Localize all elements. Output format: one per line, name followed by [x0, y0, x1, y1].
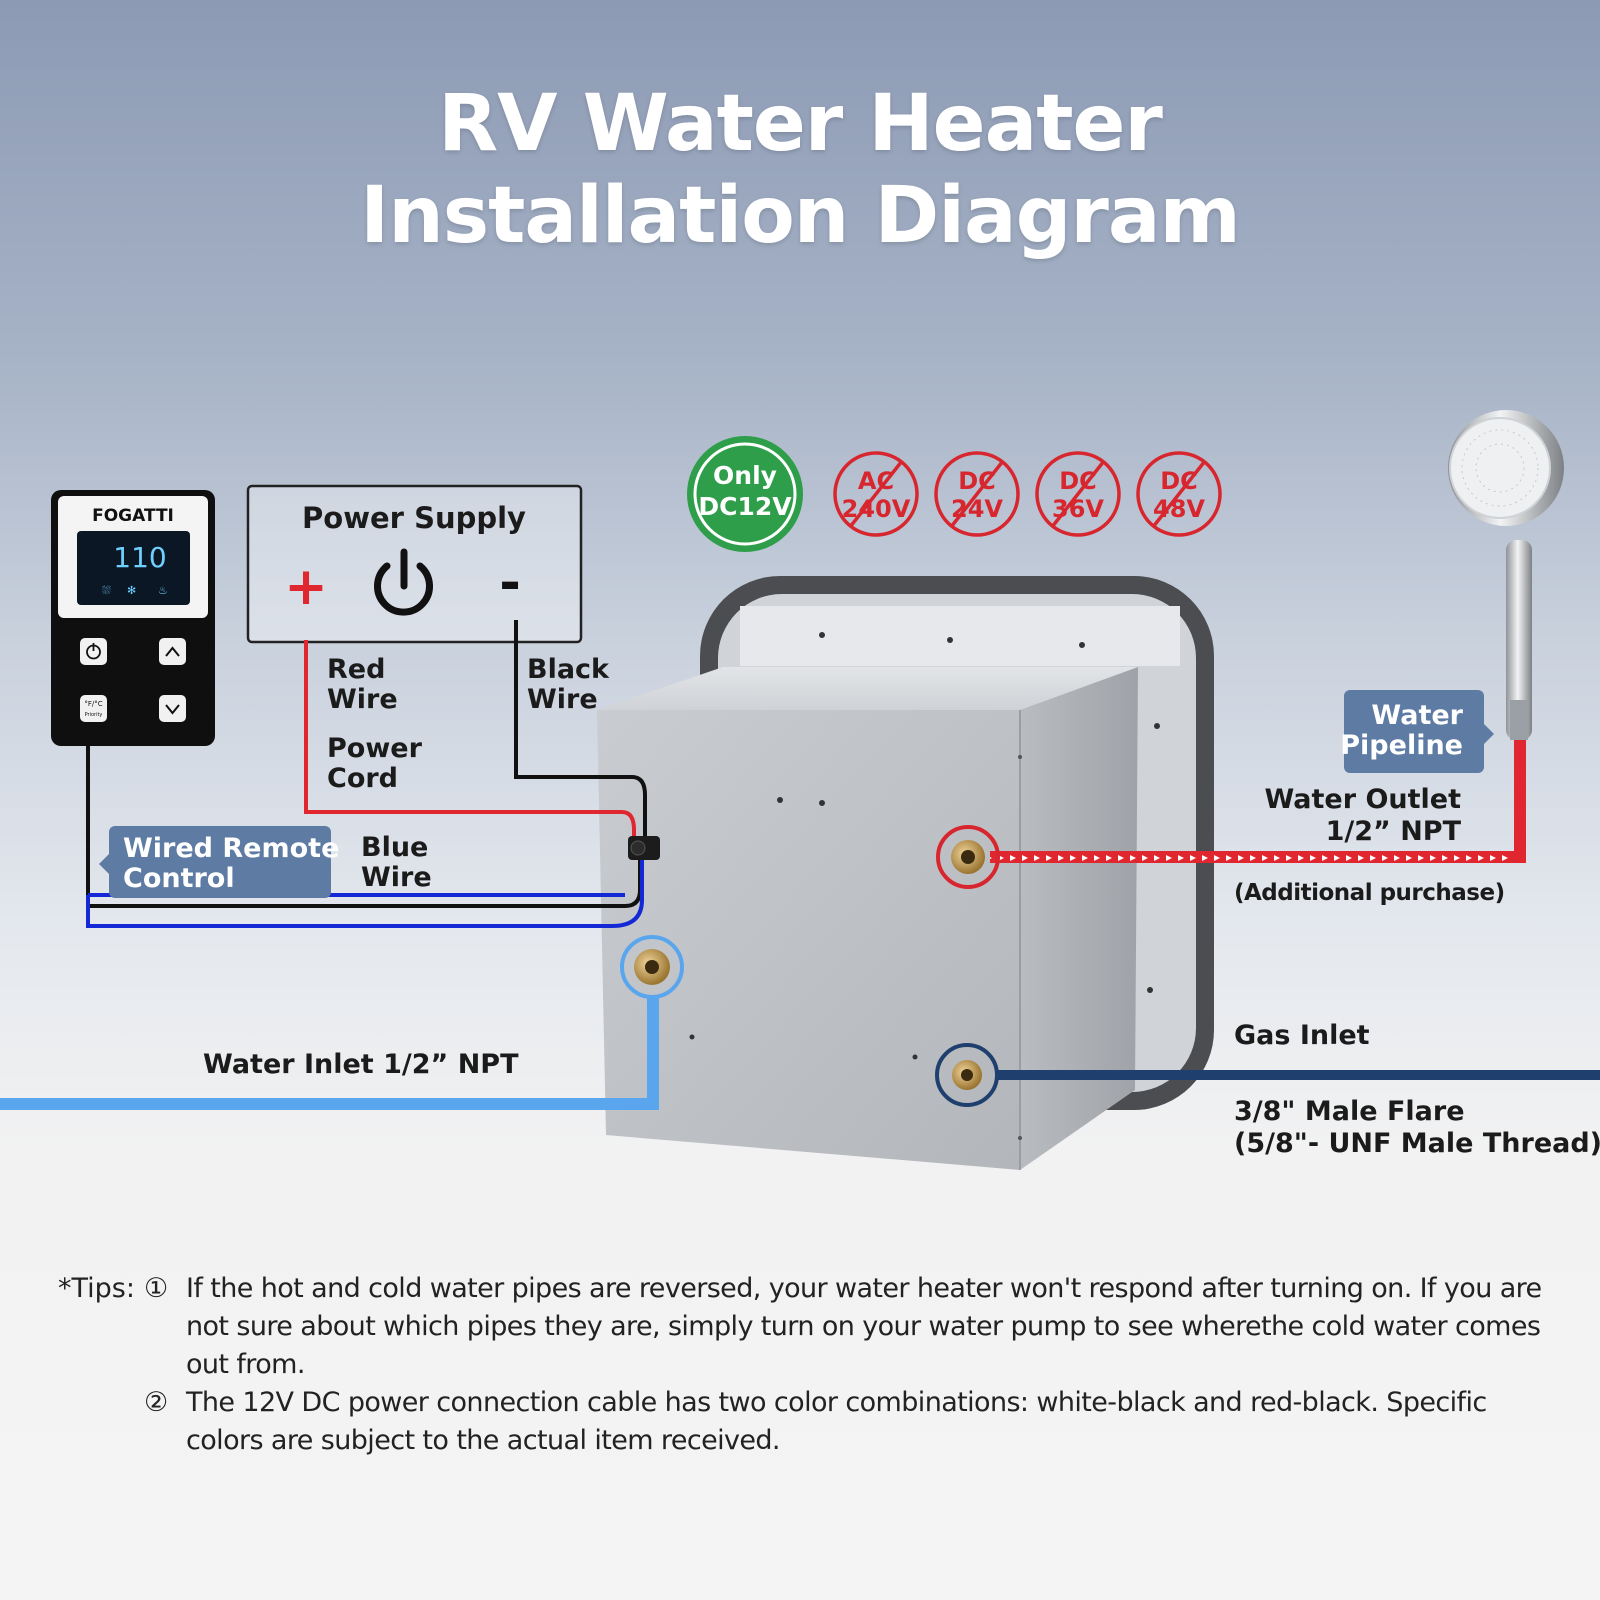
- priority-label: Priority: [85, 712, 103, 718]
- tip-1-text: If the hot and cold water pipes are reve…: [186, 1273, 1542, 1380]
- wired-remote-controller: FOGATTI 110 ⛆ ✻ ♨ °F/°C Priority: [51, 490, 215, 746]
- only-dc12v-badge: Only DC12V: [687, 436, 803, 552]
- no-badge-0-line1: AC: [858, 467, 894, 495]
- water-outlet-label-2: 1/2” NPT: [1326, 816, 1462, 847]
- red-wire-label-1: Red: [327, 654, 385, 685]
- black-wire-label-2: Wire: [527, 684, 598, 715]
- controller-brand: FOGATTI: [92, 506, 174, 526]
- tip-2-number: ②: [144, 1387, 169, 1418]
- wired-remote-tag-line1: Wired Remote: [123, 833, 339, 864]
- water-inlet-label: Water Inlet 1/2” NPT: [203, 1049, 519, 1080]
- gas-inlet-pipe: [998, 1070, 1600, 1080]
- no-badge-1-line1: DC: [958, 467, 996, 495]
- controller-unit-priority-button[interactable]: °F/°C Priority: [80, 695, 107, 722]
- power-cord-label-2: Cord: [327, 763, 398, 794]
- no-ac240v-badge: AC 240V: [833, 451, 919, 537]
- plus-sign: +: [284, 557, 328, 617]
- diagram-title: RV Water Heater Installation Diagram: [0, 78, 1600, 262]
- no-dc36v-badge: DC 36V: [1035, 451, 1121, 537]
- gas-spec-label-2: (5/8"- UNF Male Thread): [1234, 1128, 1600, 1159]
- gas-inlet-fitting: [935, 1043, 999, 1107]
- controller-down-button[interactable]: [159, 695, 186, 722]
- black-wire-label-1: Black: [527, 654, 610, 685]
- fan-icon: ✻: [127, 584, 136, 597]
- ok-badge-line1: Only: [713, 461, 777, 490]
- water-outlet-fitting: [936, 825, 1000, 889]
- no-dc24v-badge: DC 24V: [934, 451, 1020, 537]
- title-line-1: RV Water Heater: [438, 79, 1163, 169]
- power-cord-label-1: Power: [327, 733, 423, 764]
- power-connector: [628, 836, 660, 860]
- tip-2-text: The 12V DC power connection cable has tw…: [186, 1387, 1487, 1456]
- power-supply-box: Power Supply + -: [246, 484, 583, 644]
- controller-cable: [86, 746, 642, 908]
- red-wire: [304, 640, 636, 846]
- tips-prefix: *Tips:: [58, 1273, 135, 1304]
- no-badge-0-line2: 240V: [842, 495, 911, 523]
- water-inlet-pipe: [0, 996, 659, 1110]
- minus-sign: -: [499, 553, 521, 613]
- controller-up-button[interactable]: [159, 638, 186, 665]
- unit-label: °F/°C: [84, 700, 102, 708]
- water-inlet-fitting: [620, 935, 684, 999]
- wired-remote-tag-line2: Control: [123, 863, 235, 894]
- water-pipeline-tag-line2: Pipeline: [1340, 730, 1463, 761]
- water-pipeline-tag-line1: Water: [1371, 700, 1463, 731]
- ok-badge-line2: DC12V: [698, 492, 792, 521]
- chevron-up-icon: [165, 646, 180, 657]
- controller-power-button[interactable]: [80, 638, 107, 665]
- gas-inlet-label: Gas Inlet: [1234, 1020, 1370, 1051]
- water-outlet-label-1: Water Outlet: [1264, 784, 1461, 815]
- no-badge-3-line1: DC: [1160, 467, 1198, 495]
- red-wire-label-2: Wire: [327, 684, 398, 715]
- water-heater-unit: [597, 667, 1138, 1170]
- tip-1: *Tips: ① If the hot and cold water pipes…: [58, 1270, 1548, 1384]
- chevron-down-icon: [165, 704, 180, 715]
- no-dc48v-badge: DC 48V: [1136, 451, 1222, 537]
- blue-wire: [86, 860, 644, 928]
- gas-spec-label-1: 3/8" Male Flare: [1234, 1096, 1465, 1127]
- wired-remote-control-tag: Wired Remote Control: [99, 826, 339, 898]
- tip-2: ② The 12V DC power connection cable has …: [58, 1384, 1548, 1460]
- tips-section: *Tips: ① If the hot and cold water pipes…: [58, 1270, 1548, 1460]
- shower-head: [1448, 410, 1564, 740]
- flame-icon: ♨: [158, 584, 168, 597]
- blue-wire-label-1: Blue: [361, 832, 428, 863]
- title-line-2: Installation Diagram: [360, 171, 1241, 261]
- tip-1-number: ①: [144, 1273, 169, 1304]
- black-wire: [514, 620, 647, 846]
- shower-icon: ⛆: [102, 584, 111, 597]
- no-badge-2-line1: DC: [1059, 467, 1097, 495]
- power-icon-large: [374, 548, 433, 616]
- power-supply-title: Power Supply: [302, 501, 526, 535]
- water-outlet-pipe: [990, 738, 1526, 863]
- additional-purchase-label: (Additional purchase): [1234, 880, 1505, 906]
- blue-wire-label-2: Wire: [361, 862, 432, 893]
- water-pipeline-tag: Water Pipeline: [1340, 690, 1494, 773]
- controller-display: 110: [113, 541, 166, 574]
